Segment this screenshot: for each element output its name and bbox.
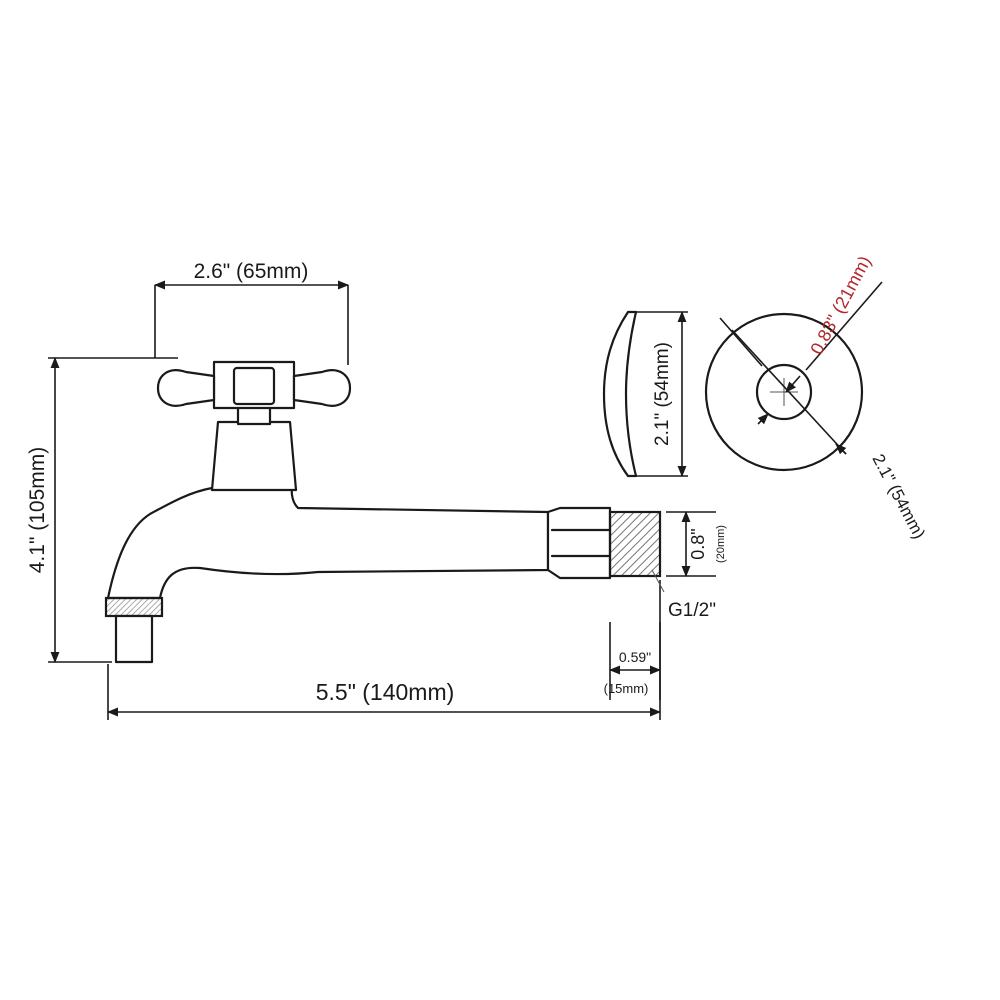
handle-arm-right — [292, 369, 352, 407]
label-thread-spec: G1/2" — [668, 600, 716, 621]
faucet-body — [104, 360, 662, 664]
threaded-inlet — [608, 510, 662, 578]
label-flange-outer-diameter: 2.1" (54mm) — [868, 451, 928, 542]
flange-profile — [602, 310, 638, 478]
handle-arm-left — [156, 369, 216, 407]
flange-front-view: 0.83" (21mm) 2.1" (54mm) — [704, 253, 929, 542]
label-handle-width: 2.6" (65mm) — [194, 260, 309, 283]
label-total-length: 5.5" (140mm) — [316, 679, 455, 705]
label-total-height: 4.1" (105mm) — [26, 447, 49, 574]
dim-inlet-diameter: 0.8" (20mm) — [666, 510, 727, 578]
dim-total-length: 5.5" (140mm) — [106, 580, 662, 720]
inlet-hex-nut — [546, 506, 612, 580]
outlet-knurl-ring — [104, 596, 164, 618]
label-inlet-diameter-in: 0.8" — [688, 528, 708, 559]
handle-hub-inner — [232, 366, 276, 406]
outlet-nozzle — [114, 614, 154, 664]
label-flange-side-height: 2.1" (54mm) — [652, 342, 673, 446]
dim-handle-width: 2.6" (65mm) — [153, 260, 350, 365]
label-thread-length-mm: (15mm) — [604, 681, 649, 696]
spout-arm — [106, 486, 550, 600]
dim-total-height: 4.1" (105mm) — [26, 356, 178, 664]
valve-collar — [210, 420, 298, 492]
label-thread-length-in: 0.59" — [619, 649, 651, 665]
thread-spec-callout: G1/2" — [651, 569, 716, 621]
flange-side-view: 2.1" (54mm) — [602, 310, 688, 478]
label-inlet-diameter-mm: (20mm) — [715, 525, 727, 563]
dim-thread-length: 0.59" (15mm) — [604, 622, 662, 700]
